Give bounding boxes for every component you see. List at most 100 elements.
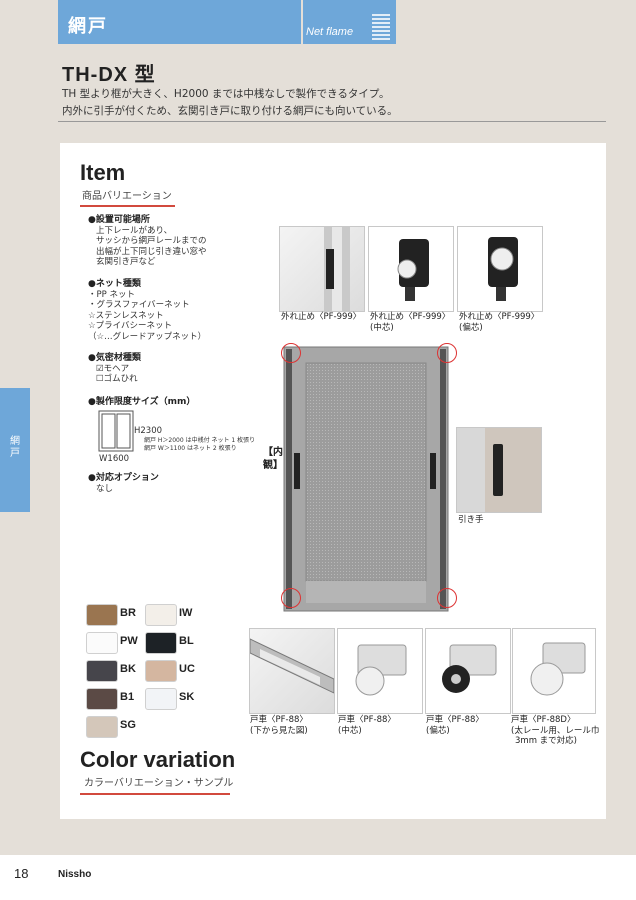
size-note-line: 網戸 W＞1100 はネット 2 枚張り [144,445,237,452]
caption-line: (中芯) [370,322,394,333]
grid-pattern-icon [372,14,390,40]
item-subheading: 商品バリエーション [82,191,172,202]
spec-line: ☑モヘア [96,363,130,374]
spec-title: ●設置可能場所 [88,215,150,225]
model-description: TH 型より框が大きく、H2000 までは中桟なしで製作できるタイプ。 内外に引… [62,86,398,120]
spec-line: ☆ステンレスネット [88,310,164,321]
section-title-en: Net flame [306,26,354,38]
part-photo-stopper [279,226,365,312]
accent-underline [80,205,175,207]
spec-line: ・グラスファイバーネット [88,300,190,310]
divider [58,121,606,122]
desc-line: 内外に引手が付くため、玄関引き戸に取り付ける網戸にも向いている。 [62,105,398,117]
highlight-circle [437,588,457,608]
desc-line: TH 型より框が大きく、H2000 までは中桟なしで製作できるタイプ。 [62,88,390,100]
spec-line: 上下レールがあり、 [96,225,173,236]
color-swatch-bk [86,660,118,682]
color-label: UC [179,663,195,675]
caption-line: 3mm まで対応) [515,736,577,746]
highlight-circle [437,343,457,363]
caption-line: 戸車〈PF-88〉 [426,715,484,725]
color-swatch-sk [145,688,177,710]
color-label: SK [179,691,195,703]
section-header-bar [58,0,301,44]
page-number: 18 [14,866,29,881]
highlight-circle [281,343,301,363]
caption-line: 戸車〈PF-88〉 [250,715,308,725]
spec-title: ●ネット種類 [88,279,141,289]
highlight-circle [281,588,301,608]
size-note: 網戸 H＞2000 は中桟付 ネット 1 枚張り 網戸 W＞1100 はネット … [144,437,255,453]
color-swatch-sg [86,716,118,738]
side-tab-label: 網戸 [10,436,20,459]
part-photo-stopper-center [368,226,454,312]
roller-photo-center [337,628,423,714]
spec-line: 玄関引き戸など [96,257,156,267]
caption-line: (下から見た図) [250,725,308,736]
roller-photo-offset [425,628,511,714]
color-label: BR [120,607,136,619]
roller-caption: 戸車〈PF-88〉 (下から見た図) [250,715,308,736]
color-variation-subheading: カラーバリエーション・サンプル [84,778,234,789]
color-label: SG [120,719,136,731]
spec-line: 出幅が上下同じ引き違い窓や [96,246,207,257]
inner-view-label: 【内 観】 [263,447,283,471]
size-diagram-icon [98,410,134,452]
roller-caption: 戸車〈PF-88〉 (偏芯) [426,715,484,736]
roller-photo-bottom [249,628,335,714]
caption-line: 戸車〈PF-88〉 [338,715,396,725]
caption-line: 外れ止め〈PF-999〉 [281,312,362,322]
color-swatch-bl [145,632,177,654]
color-label: B1 [120,691,135,703]
spec-line: なし [96,483,114,494]
caption-line: 外れ止め〈PF-999〉 [459,312,540,322]
caption-line: (太レール用、レール巾 [511,725,600,736]
caption-line: (中芯) [338,725,362,736]
spec-place: ●設置可能場所 上下レールがあり、 サッシから網戸レールまでの 出幅が上下同じ引… [88,215,207,268]
caption-line: 外れ止め〈PF-999〉 [370,312,451,322]
section-title: 網戸 [68,16,108,37]
handle-caption: 引き手 [458,515,484,525]
model-name: TH-DX 型 [62,64,156,86]
spec-option: ●対応オプション なし [88,473,159,494]
color-swatch-b1 [86,688,118,710]
size-width: W1600 [99,454,130,464]
color-swatch-uc [145,660,177,682]
roller-caption: 戸車〈PF-88〉 (中芯) [338,715,396,736]
side-tab [0,388,30,512]
handle-photo [456,427,542,513]
part-photo-stopper-offset [457,226,543,312]
spec-line: サッシから網戸レールまでの [96,236,207,246]
color-label: PW [120,635,138,647]
color-label: BK [120,663,136,675]
size-note-line: 網戸 H＞2000 は中桟付 ネット 1 枚張り [144,437,256,444]
size-height: H2300 [134,426,163,436]
caption-line: (偏芯) [459,322,483,333]
part-caption: 外れ止め〈PF-999〉 (中芯) [370,312,450,333]
item-heading: Item [80,160,126,185]
spec-title: ●気密材種類 [88,353,141,363]
spec-line: （☆…グレードアップネット） [88,331,207,342]
spec-title: ●製作限度サイズ（mm） [88,397,196,407]
spec-line: ・PP ネット [88,289,135,300]
part-caption: 外れ止め〈PF-999〉 [281,312,361,323]
spec-seal: ●気密材種類 ☑モヘア ☐ゴムひれ [88,353,141,385]
spec-line: ☆プライバシーネット [88,321,172,331]
caption-line: 戸車〈PF-88D〉 [511,715,576,725]
brand-name: Nissho [58,869,92,880]
color-swatch-iw [145,604,177,626]
part-caption: 外れ止め〈PF-999〉 (偏芯) [459,312,539,333]
color-label: BL [179,635,194,647]
spec-title: ●対応オプション [88,473,159,483]
color-label: IW [179,607,193,619]
spec-size: ●製作限度サイズ（mm） [88,397,195,408]
spec-net: ●ネット種類 ・PP ネット ・グラスファイバーネット ☆ステンレスネット ☆プ… [88,279,206,342]
color-swatch-pw [86,632,118,654]
roller-caption: 戸車〈PF-88D〉 (太レール用、レール巾 3mm まで対応) [511,715,599,747]
color-variation-heading: Color variation [80,747,236,772]
color-swatch-br [86,604,118,626]
roller-photo-wide [512,628,596,714]
screen-door-image [283,346,449,612]
caption-line: (偏芯) [426,725,450,736]
spec-line: ☐ゴムひれ [96,374,138,384]
